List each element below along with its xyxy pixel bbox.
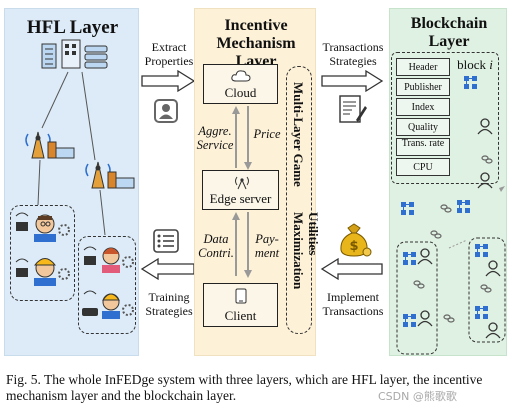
edge-tower-icon xyxy=(85,161,135,189)
client-group-right xyxy=(78,236,136,334)
block-field-publisher: Publisher xyxy=(396,78,450,96)
figure-caption: Fig. 5. The whole InFEDge system with th… xyxy=(6,372,483,403)
training-strategies-label: Training Strategies xyxy=(145,290,193,318)
client-devices-right xyxy=(82,246,134,319)
contract-document-icon xyxy=(339,95,367,123)
watermark: CSDN @熊歌歌 xyxy=(378,390,457,403)
arrow-right-icon xyxy=(141,69,196,93)
cloud-label: Cloud xyxy=(224,85,257,100)
edge-server-node: Edge server xyxy=(202,170,279,210)
block-field-header: Header xyxy=(396,58,450,76)
block-field-cpu: CPU xyxy=(396,158,450,176)
block-field-trans-rate: Trans. rate xyxy=(396,138,450,156)
arrow-left-icon xyxy=(320,257,383,281)
game-maximization-frame xyxy=(286,66,312,334)
client-label: Client xyxy=(224,308,257,323)
utilities-maximization-label: Utilities Maximization xyxy=(291,212,321,290)
edge-tower-icon xyxy=(25,131,75,159)
user-profile-icon xyxy=(154,99,178,123)
block-index: i xyxy=(489,57,493,72)
payment-label: Pay-ment xyxy=(254,232,280,260)
edge-server-label: Edge server xyxy=(209,191,272,206)
antenna-icon xyxy=(235,176,249,190)
block-field-quality: Quality xyxy=(396,118,450,136)
cloud-server-icon xyxy=(41,39,108,69)
arrow-right-icon xyxy=(321,69,384,93)
hfl-links xyxy=(37,71,106,236)
cloud-node: Cloud xyxy=(203,64,278,104)
implement-transactions-label: Implement Transactions xyxy=(322,290,384,318)
aggregation-service-label: Aggre. Service xyxy=(196,124,234,152)
client-node: Client xyxy=(203,283,278,327)
interaction-arrows xyxy=(232,106,252,278)
incentive-layer-title: Incentive Mechanism Layer xyxy=(216,17,296,70)
client-group-left xyxy=(10,205,75,301)
block-structure xyxy=(391,52,499,184)
client-devices-left xyxy=(15,212,70,286)
money-bag-icon: $ xyxy=(340,223,372,257)
hfl-layer-title: HFL Layer xyxy=(26,17,119,38)
multi-layer-game-label: Multi-Layer Game xyxy=(291,82,306,187)
blockchain-layer-title: Blockchain Layer xyxy=(410,15,488,50)
arrow-left-icon xyxy=(140,257,195,281)
blockchain-network xyxy=(396,75,506,355)
svg-text:$: $ xyxy=(349,239,358,254)
block-fields: Header Publisher Index Quality Trans. ra… xyxy=(391,52,461,184)
phone-icon xyxy=(235,288,247,304)
checklist-icon xyxy=(153,229,179,253)
cloud-icon xyxy=(231,70,251,82)
block-field-index: Index xyxy=(396,98,450,116)
data-contribution-label: Data Contri. xyxy=(198,232,234,260)
transactions-strategies-label: Transactions Strategies xyxy=(322,40,384,68)
extract-properties-label: Extract Properties xyxy=(144,40,194,68)
price-label: Price xyxy=(253,127,281,141)
block-word: block xyxy=(457,57,486,72)
block-label: block i xyxy=(450,58,500,72)
